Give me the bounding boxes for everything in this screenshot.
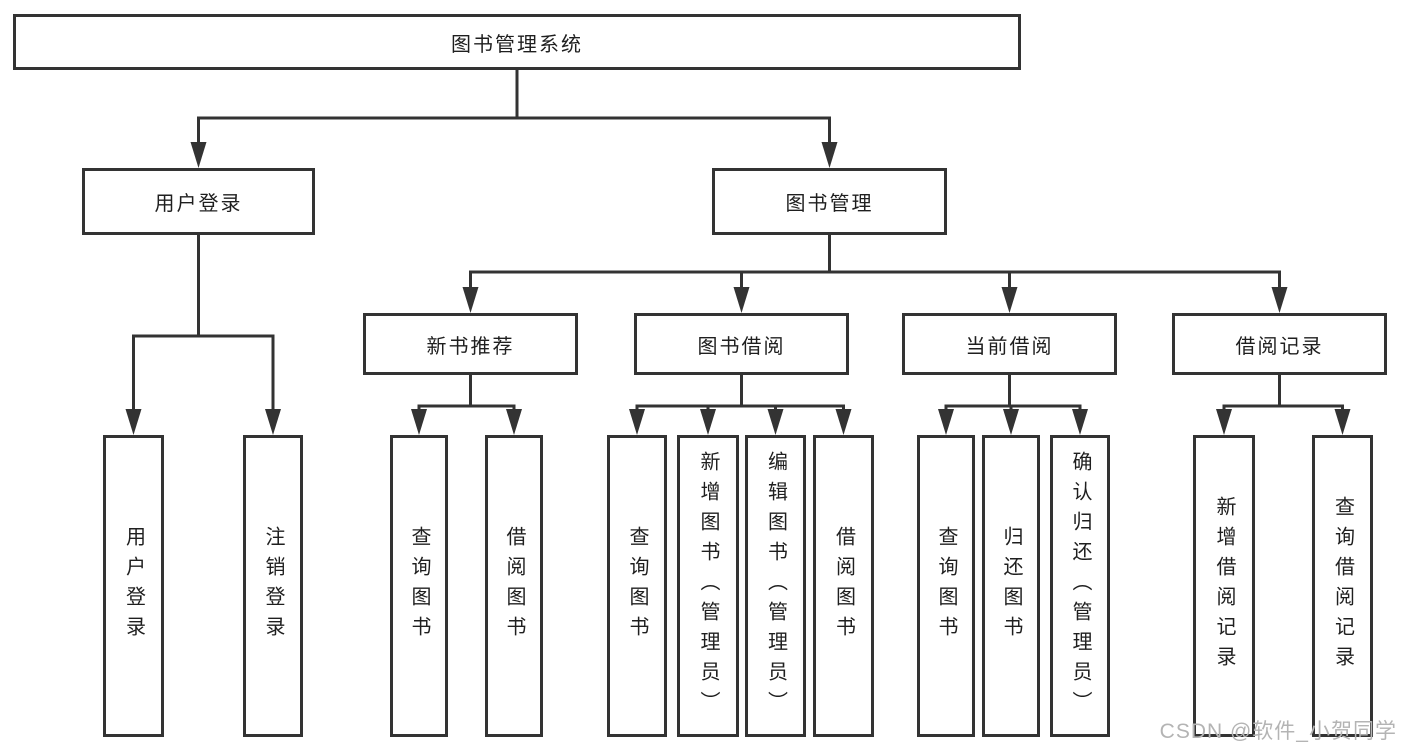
node-current-borrow: 当前借阅 bbox=[902, 313, 1117, 375]
node-edit-books-admin: 编辑图书（管理员） bbox=[745, 435, 806, 737]
node-label-query-borrow-record: 查询借阅记录 bbox=[1331, 496, 1354, 676]
node-label-user-login-leaf: 用户登录 bbox=[122, 526, 145, 646]
node-label-borrow-books-2: 借阅图书 bbox=[832, 526, 855, 646]
node-label-logout: 注销登录 bbox=[262, 526, 284, 646]
node-label-new-book-recommend: 新书推荐 bbox=[426, 335, 515, 358]
node-query-books-1: 查询图书 bbox=[390, 435, 448, 737]
node-label-book-borrow: 图书借阅 bbox=[697, 335, 786, 358]
node-confirm-return-admin: 确认归还（管理员） bbox=[1050, 435, 1110, 737]
node-user-login: 用户登录 bbox=[82, 168, 315, 235]
node-query-books-3: 查询图书 bbox=[917, 435, 975, 737]
node-label-current-borrow: 当前借阅 bbox=[965, 335, 1054, 358]
node-book-borrow: 图书借阅 bbox=[634, 313, 849, 375]
node-label-confirm-return-admin: 确认归还（管理员） bbox=[1069, 451, 1091, 721]
node-label-add-borrow-record: 新增借阅记录 bbox=[1213, 496, 1235, 676]
node-add-borrow-record: 新增借阅记录 bbox=[1193, 435, 1255, 737]
node-add-books-admin: 新增图书（管理员） bbox=[677, 435, 739, 737]
node-borrow-books-2: 借阅图书 bbox=[813, 435, 874, 737]
node-borrow-books-1: 借阅图书 bbox=[485, 435, 543, 737]
node-return-books: 归还图书 bbox=[982, 435, 1040, 737]
node-label-query-books-2: 查询图书 bbox=[626, 526, 648, 646]
node-user-login-leaf: 用户登录 bbox=[103, 435, 164, 737]
node-label-user-login: 用户登录 bbox=[154, 193, 243, 215]
node-borrow-records: 借阅记录 bbox=[1172, 313, 1387, 375]
node-logout: 注销登录 bbox=[243, 435, 303, 737]
node-label-edit-books-admin: 编辑图书（管理员） bbox=[764, 451, 787, 721]
node-new-book-recommend: 新书推荐 bbox=[363, 313, 578, 375]
node-label-query-books-1: 查询图书 bbox=[408, 526, 430, 646]
node-query-books-2: 查询图书 bbox=[607, 435, 667, 737]
watermark: CSDN @软件_小贺同学 bbox=[1159, 720, 1397, 743]
node-label-query-books-3: 查询图书 bbox=[935, 526, 957, 646]
node-label-borrow-records: 借阅记录 bbox=[1235, 335, 1324, 358]
node-root: 图书管理系统 bbox=[13, 14, 1021, 70]
node-label-borrow-books-1: 借阅图书 bbox=[503, 526, 525, 646]
node-query-borrow-record: 查询借阅记录 bbox=[1312, 435, 1373, 737]
node-label-root: 图书管理系统 bbox=[451, 33, 583, 56]
node-label-book-management: 图书管理 bbox=[785, 193, 874, 215]
node-label-return-books: 归还图书 bbox=[1000, 526, 1022, 646]
node-label-add-books-admin: 新增图书（管理员） bbox=[697, 451, 719, 721]
node-book-management: 图书管理 bbox=[712, 168, 947, 235]
